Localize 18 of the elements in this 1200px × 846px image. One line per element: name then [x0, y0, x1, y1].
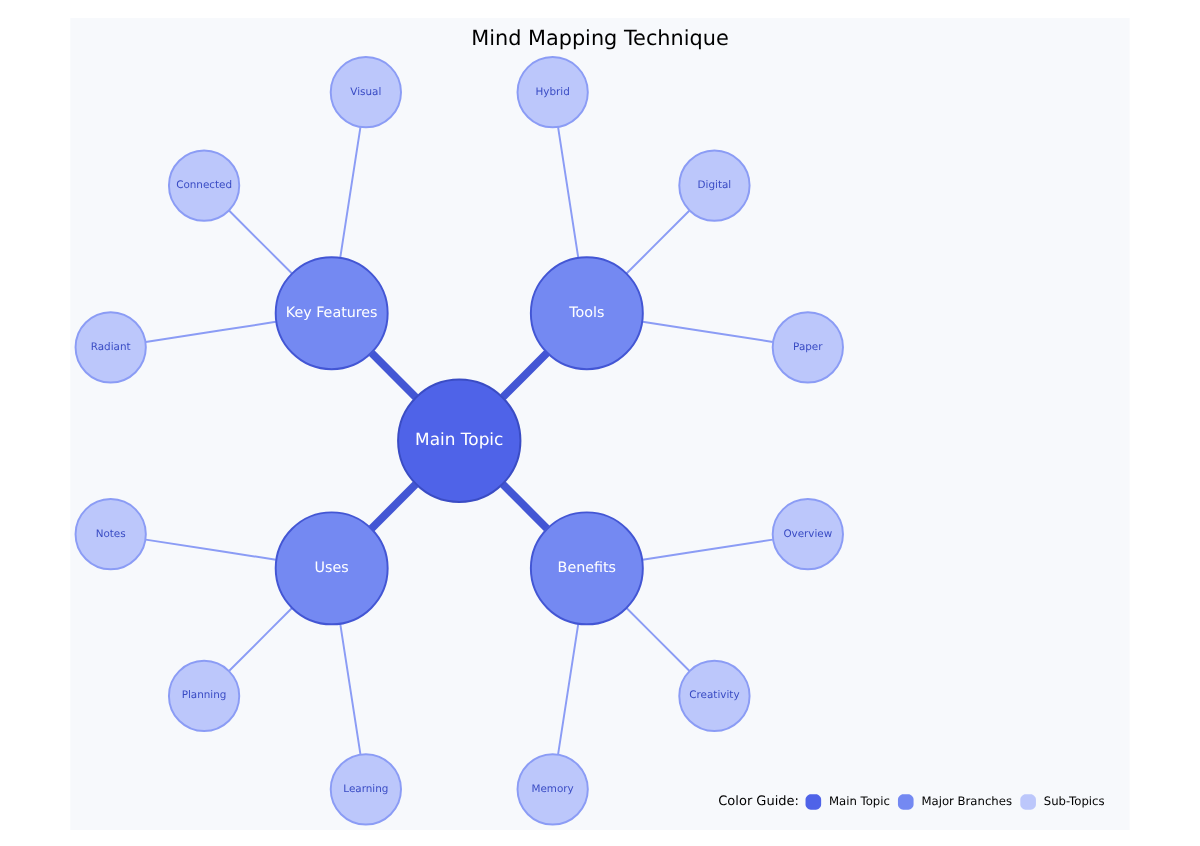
- connector: [641, 537, 774, 560]
- diagram-title: Mind Mapping Technique: [471, 26, 729, 51]
- connector: [500, 480, 550, 531]
- connector: [339, 622, 362, 755]
- connector: [339, 125, 362, 258]
- node-circle: Main Topic: [397, 377, 522, 502]
- connector: [557, 622, 580, 755]
- connector: [368, 349, 419, 399]
- connector: [625, 606, 691, 671]
- connector: [144, 319, 277, 342]
- connector: [144, 537, 277, 560]
- connector: [641, 319, 774, 342]
- connector: [228, 606, 293, 671]
- connector: [557, 125, 580, 258]
- connector: [625, 208, 691, 274]
- connector: [368, 480, 419, 531]
- connector: [228, 208, 293, 274]
- connector: [500, 349, 550, 399]
